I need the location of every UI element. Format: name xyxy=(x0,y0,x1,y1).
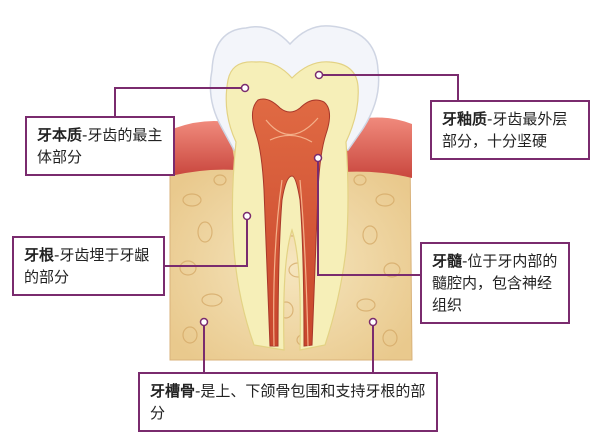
pulp-callout: 牙髓-位于牙内部的髓腔内，包含神经组织 xyxy=(420,242,570,324)
dentin-desc: -牙齿的最主体部分 xyxy=(37,126,163,166)
gum-left xyxy=(170,121,236,176)
dentin-callout: 牙本质-牙齿的最主体部分 xyxy=(25,116,175,176)
bone-texture xyxy=(179,174,401,347)
enamel-callout: 牙釉质-牙齿最外层部分，十分坚硬 xyxy=(430,100,590,160)
root-term: 牙根 xyxy=(24,246,55,264)
pulp-desc: -位于牙内部的髓腔内，包含神经组织 xyxy=(432,252,558,314)
bone-term: 牙槽骨 xyxy=(150,382,196,400)
enamel-term: 牙釉质 xyxy=(442,110,488,128)
root-callout: 牙根-牙齿埋于牙龈的部分 xyxy=(12,236,165,296)
pointer-lines xyxy=(114,74,459,372)
bone-callout: 牙槽骨-是上、下颌骨包围和支持牙根的部分 xyxy=(138,372,438,432)
pulp-term: 牙髓 xyxy=(432,252,463,270)
dentin-term: 牙本质 xyxy=(37,126,83,144)
bone-desc: -是上、下颌骨包围和支持牙根的部分 xyxy=(150,382,426,422)
pointer-dots xyxy=(199,70,378,327)
nerve-fibers xyxy=(265,117,319,347)
root-desc: -牙齿埋于牙龈的部分 xyxy=(24,246,150,286)
enamel-desc: -牙齿最外层部分，十分坚硬 xyxy=(442,110,568,150)
pulp xyxy=(252,98,330,347)
